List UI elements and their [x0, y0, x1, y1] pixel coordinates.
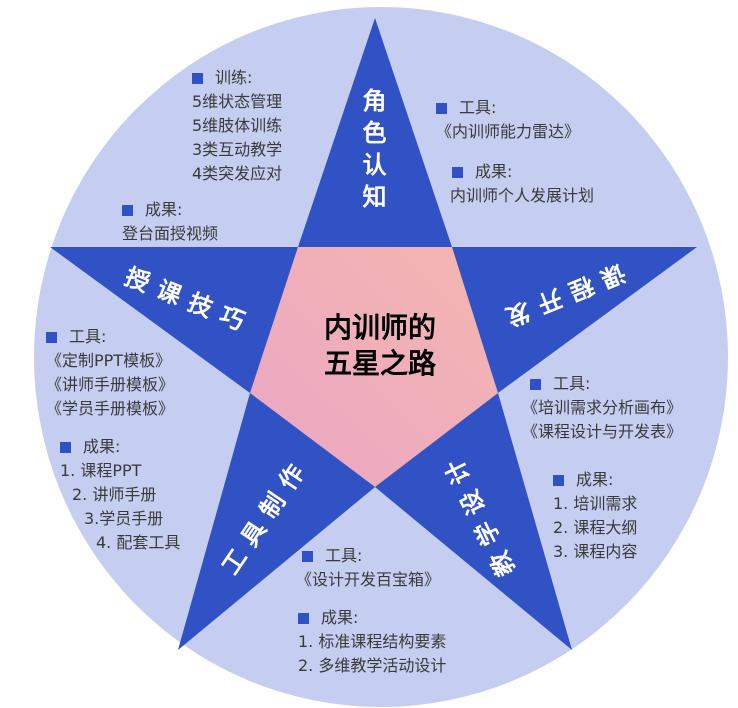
result-block: 成果: 内训师个人发展计划 [450, 160, 595, 208]
result-block: 成果: 1. 标准课程结构要素 2. 多维教学活动设计 [298, 606, 446, 678]
block-line: 5维肢体训练 [192, 116, 283, 135]
bullet-square-icon [436, 102, 447, 114]
center-pentagon [250, 247, 498, 487]
block-head: 成果: [321, 608, 359, 627]
bullet-square-icon [302, 550, 313, 562]
tool-block: 工具: 《定制PPT模板》 《讲师手册模板》 《学员手册模板》 [46, 325, 174, 421]
block-line: 登台面授视频 [122, 224, 219, 243]
training-block: 训练: 5维状态管理 5维肢体训练 3类互动教学 4类突发应对 [192, 66, 282, 186]
block-line: 2. 课程大纲 [553, 518, 638, 537]
bullet-square-icon [298, 612, 309, 624]
block-line: 《培训需求分析画布》 [522, 398, 683, 417]
result-block: 成果: 1. 培训需求 2. 课程大纲 3. 课程内容 [553, 468, 637, 564]
block-line: 2. 多维教学活动设计 [298, 656, 447, 675]
block-line: 《学员手册模板》 [46, 399, 175, 418]
center-title-line: 内训师的 [323, 311, 436, 344]
block-line: 1. 标准课程结构要素 [298, 632, 447, 651]
bullet-square-icon [452, 166, 463, 178]
tool-block: 工具: 《培训需求分析画布》 《课程设计与开发表》 [522, 372, 682, 444]
block-line: 《讲师手册模板》 [46, 375, 175, 394]
bullet-square-icon [60, 441, 71, 453]
block-line: 1. 培训需求 [553, 494, 638, 513]
block-head: 工具: [69, 327, 107, 346]
block-line: 2. 讲师手册 [72, 485, 157, 504]
arm-label-top: 角色认知 [358, 88, 386, 216]
bullet-square-icon [122, 204, 133, 216]
block-line: 《定制PPT模板》 [46, 351, 172, 370]
bullet-square-icon [553, 474, 564, 486]
block-head: 成果: [475, 162, 513, 181]
block-head: 成果: [576, 470, 614, 489]
block-head: 成果: [145, 200, 183, 219]
block-line: 《设计开发百宝箱》 [296, 570, 441, 589]
block-line: 3. 课程内容 [553, 542, 638, 561]
bullet-square-icon [192, 72, 203, 84]
block-line: 《内训师能力雷达》 [436, 122, 581, 141]
block-line: 3类互动教学 [192, 140, 283, 159]
block-head: 训练: [215, 68, 253, 87]
block-head: 工具: [553, 374, 591, 393]
center-title-line: 五星之路 [323, 347, 436, 380]
block-line: 4类突发应对 [192, 164, 283, 183]
block-head: 成果: [83, 437, 121, 456]
tool-block: 工具: 《内训师能力雷达》 [436, 96, 580, 144]
center-title: 内训师的 五星之路 [290, 310, 470, 382]
block-line: 内训师个人发展计划 [450, 186, 595, 205]
block-line: 4. 配套工具 [96, 533, 181, 552]
block-line: 3.学员手册 [84, 509, 164, 528]
bullet-square-icon [46, 331, 57, 343]
block-line: 《课程设计与开发表》 [522, 422, 683, 441]
block-head: 工具: [459, 98, 497, 117]
result-block: 成果: 1. 课程PPT 2. 讲师手册 3.学员手册 4. 配套工具 [60, 435, 180, 555]
bullet-square-icon [530, 378, 541, 390]
tool-block: 工具: 《设计开发百宝箱》 [296, 544, 440, 592]
block-line: 1. 课程PPT [60, 461, 142, 480]
block-head: 工具: [325, 546, 363, 565]
block-line: 5维状态管理 [192, 92, 283, 111]
result-block: 成果: 登台面授视频 [122, 198, 218, 246]
